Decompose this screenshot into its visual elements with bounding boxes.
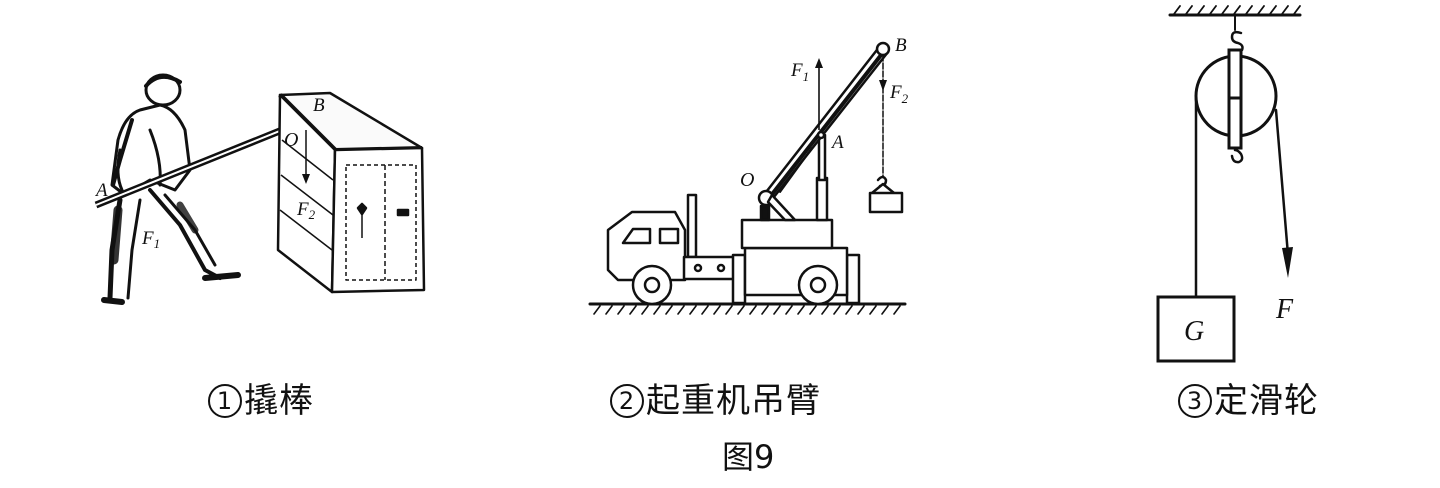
ceiling-hatching xyxy=(1173,5,1301,15)
label-b: B xyxy=(313,95,325,116)
caption-number-1: 1 xyxy=(208,384,242,418)
panel-fixed-pulley: G F xyxy=(1140,0,1340,370)
label-b: B xyxy=(895,35,907,56)
caption-text: 定滑轮 xyxy=(1214,381,1319,421)
panel-crowbar: B O A F1 F2 xyxy=(0,0,460,360)
caption-number-3: 3 xyxy=(1178,384,1212,418)
label-f: F xyxy=(1275,294,1294,325)
caption-number-2: 2 xyxy=(610,384,644,418)
pulley-illustration: G F xyxy=(1156,5,1302,363)
crane-illustration: F1 F2 B A O xyxy=(588,35,909,315)
caption-text: 起重机吊臂 xyxy=(646,381,821,421)
figure-title: 图9 xyxy=(722,438,775,476)
force-f2-arrow xyxy=(879,80,887,91)
ground-hatching xyxy=(593,305,901,315)
label-a: A xyxy=(830,132,844,153)
label-g: G xyxy=(1184,316,1204,347)
label-f1: F1 xyxy=(141,228,160,251)
load-block xyxy=(868,191,904,214)
label-f1: F1 xyxy=(790,60,809,84)
label-o: O xyxy=(740,169,754,191)
panel-crane-arm: F1 F2 B A O xyxy=(580,30,940,330)
crowbar-illustration: B O A F1 F2 xyxy=(94,73,426,305)
force-f1-arrow xyxy=(815,58,823,130)
label-o: O xyxy=(284,129,298,151)
load-block-g xyxy=(1156,295,1236,363)
crowbar-rod xyxy=(94,118,304,209)
force-f2-arrow xyxy=(302,130,310,184)
force-f-arrowhead xyxy=(1282,247,1293,278)
worker-figure xyxy=(101,73,241,305)
wooden-box xyxy=(276,91,426,294)
label-f2: F2 xyxy=(296,199,316,222)
label-f2: F2 xyxy=(889,82,909,106)
label-a: A xyxy=(94,180,108,201)
caption-text: 撬棒 xyxy=(244,381,314,421)
